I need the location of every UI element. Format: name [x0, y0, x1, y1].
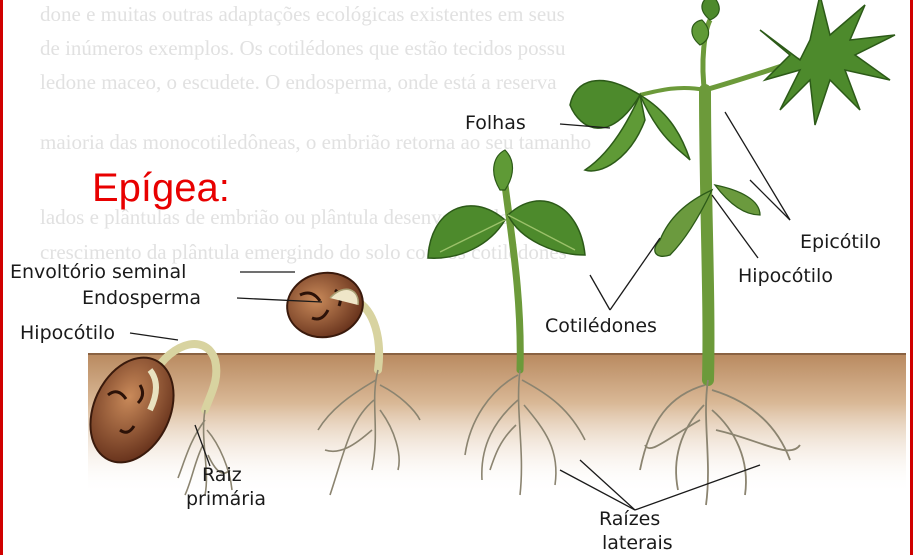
label-folhas: Folhas — [465, 112, 526, 134]
label-hipocotilo-left: Hipocótilo — [20, 322, 115, 344]
diagram-title: Epígea: — [92, 165, 230, 211]
label-epicotilo: Epicótilo — [800, 231, 881, 253]
label-raizes-laterais-line2: laterais — [602, 532, 673, 554]
label-cotiledones: Cotilédones — [545, 315, 657, 337]
label-endosperma: Endosperma — [82, 287, 201, 309]
label-raizes-laterais-line1: Raízes — [599, 508, 660, 530]
label-raiz-primaria-line2: primária — [186, 488, 266, 510]
label-raiz-primaria-line1: Raiz — [202, 464, 242, 486]
label-envoltorio-seminal: Envoltório seminal — [10, 261, 186, 283]
label-hipocotilo-right: Hipocótilo — [738, 265, 833, 287]
